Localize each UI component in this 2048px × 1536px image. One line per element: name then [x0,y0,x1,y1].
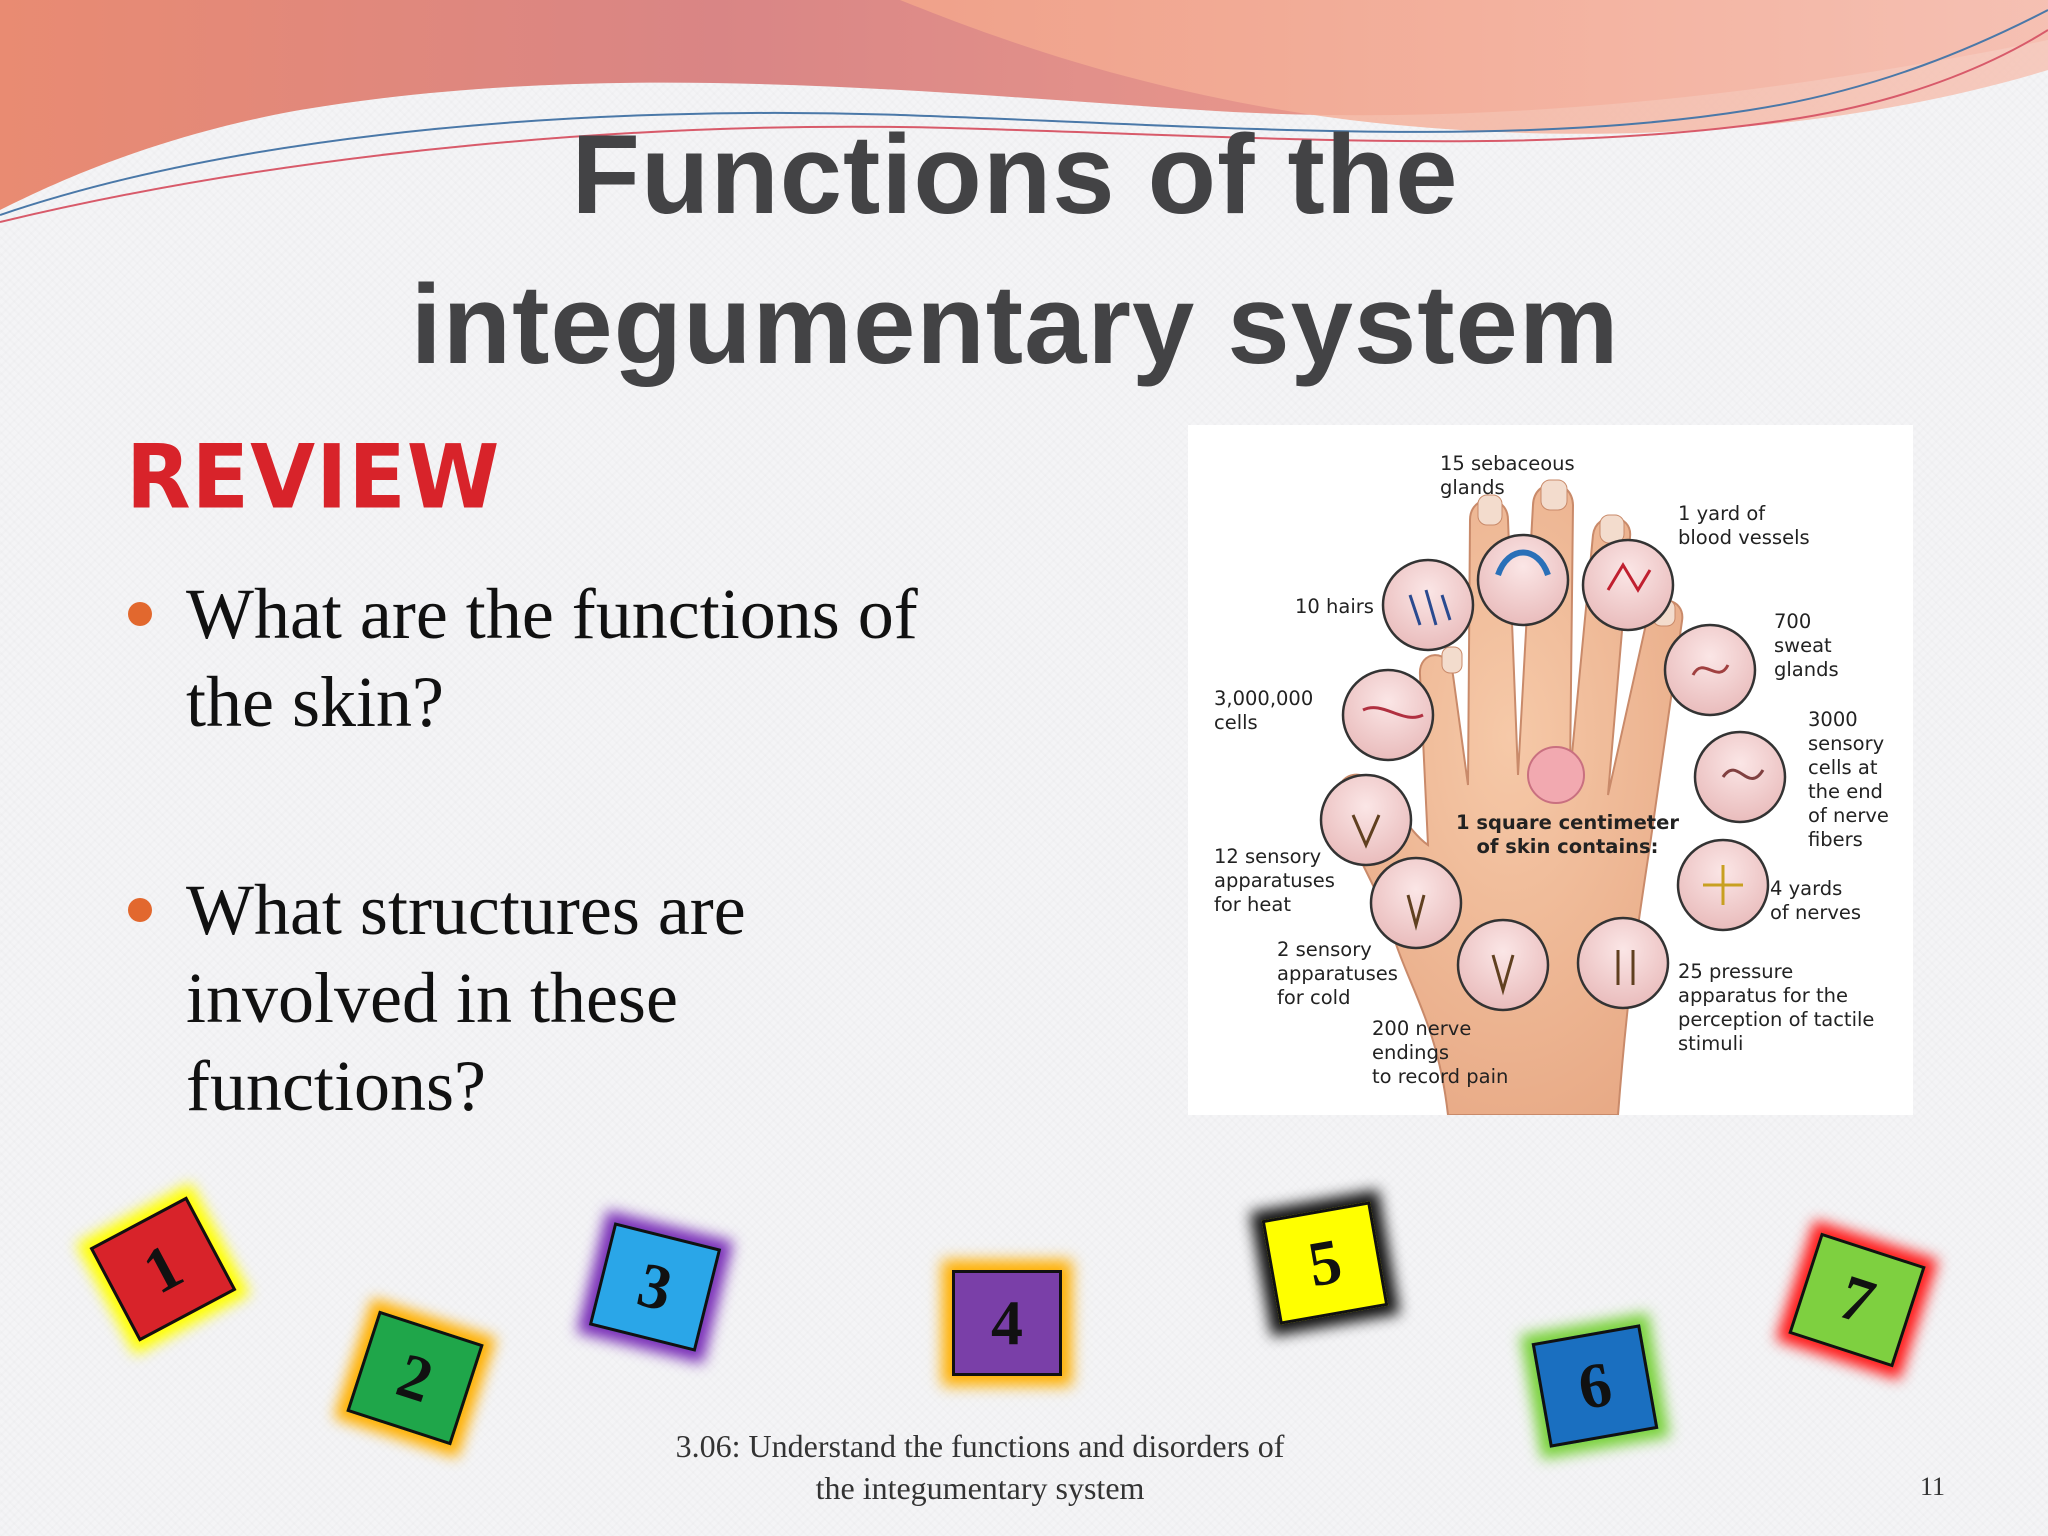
label-pain: 200 nerve endings to record pain [1372,1017,1509,1088]
die-4: 4 [952,1270,1062,1376]
die-number: 7 [1830,1260,1884,1339]
label-cold: 2 sensory apparatuses for cold [1277,938,1398,1009]
title-line-1: Functions of the [571,112,1459,237]
slide-title: Functions of the integumentary system [280,100,1750,400]
die-1: 1 [89,1196,237,1342]
bullet-list: What are the functions of the skin? What… [126,570,956,1130]
die-number: 2 [388,1338,442,1417]
label-blood-vessels: 1 yard of blood vessels [1678,502,1810,549]
die-number: 3 [631,1248,680,1325]
die-5: 5 [1261,1201,1389,1325]
label-nerves: 4 yards of nerves [1770,877,1862,924]
bullet-item: What structures are involved in these fu… [126,866,956,1130]
label-sebaceous-glands: 15 sebaceous glands [1440,452,1575,499]
die-2: 2 [346,1310,484,1446]
label-pressure: 25 pressure apparatus for the perception… [1678,960,1875,1055]
bullet-text: What are the functions of the skin? [186,574,918,742]
label-cells: 3,000,000 cells [1214,687,1314,734]
bullet-dot-icon [128,602,152,626]
bullet-text: What structures are involved in these fu… [186,870,746,1126]
die-6: 6 [1531,1324,1659,1448]
footer-text: 3.06: Understand the functions and disor… [675,1428,1285,1506]
die-7: 7 [1788,1232,1926,1368]
header-wave-decoration [0,0,2048,223]
die-number: 5 [1302,1224,1347,1301]
die-number: 6 [1572,1347,1617,1424]
title-line-2: integumentary system [410,262,1620,387]
hand-illustration [1319,479,1787,1115]
label-sweat-glands: 700 sweat glands [1774,610,1839,681]
die-number: 4 [991,1287,1023,1358]
skin-diagram: 15 sebaceous glands 1 yard of blood vess… [1188,425,1913,1115]
label-hairs: 10 hairs [1295,595,1374,618]
die-number: 1 [131,1229,194,1308]
section-label: Review [126,425,501,529]
label-heat: 12 sensory apparatuses for heat [1214,845,1335,916]
label-center-heading: 1 square centimeter of skin contains: [1456,811,1679,858]
die-3: 3 [588,1222,722,1352]
label-sensory-cells: 3000 sensory cells at the end of nerve f… [1808,708,1889,851]
bullet-item: What are the functions of the skin? [126,570,956,746]
page-number: 11 [1920,1472,1946,1501]
bullet-dot-icon [128,898,152,922]
